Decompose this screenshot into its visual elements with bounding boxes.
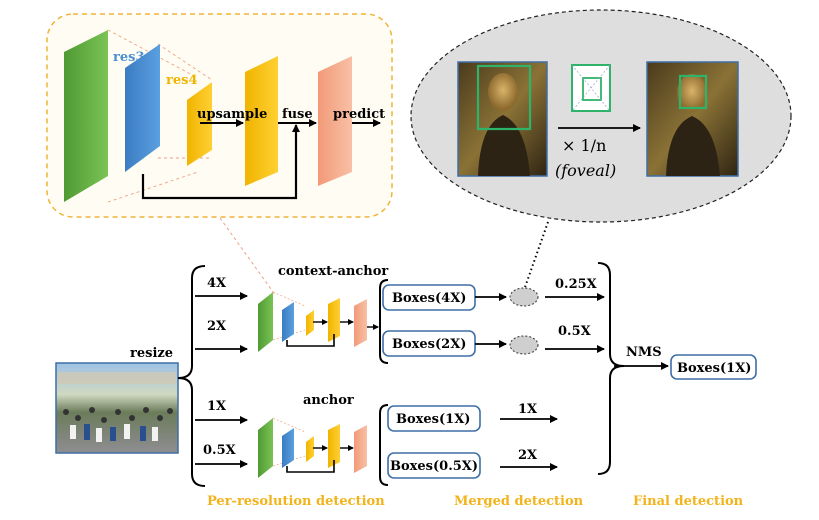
skip-connection-arrow — [141, 124, 300, 200]
scale-2x-label: 2X — [207, 319, 227, 334]
upsample-label: upsample — [197, 107, 267, 122]
scale-1x-label: 1X — [207, 399, 227, 414]
nms-label: NMS — [626, 345, 662, 360]
merge-factor-arrows — [500, 293, 605, 471]
boxes-0-5x-box — [387, 452, 481, 479]
scale-label: × 1/n — [562, 136, 606, 155]
boxes-4x-label: Boxes(4X) — [392, 291, 466, 306]
mona-lisa-full-image — [457, 61, 548, 177]
resize-label: resize — [130, 346, 173, 361]
crowd-input-image — [55, 362, 179, 454]
boxes-1x-label: Boxes(1X) — [396, 412, 470, 427]
per-resolution-caption: Per-resolution detection — [207, 494, 385, 509]
predict-label: predict — [333, 107, 385, 122]
zoom-connector-line — [219, 217, 277, 297]
merged-caption: Merged detection — [454, 494, 584, 509]
merge-brace — [597, 262, 625, 475]
anchor-network — [258, 417, 367, 478]
boxes-2x-label: Boxes(2X) — [392, 337, 466, 352]
boxes-1x-box — [387, 405, 481, 432]
factor-0-25x-label: 0.25X — [555, 277, 598, 292]
context-anchor-label: context-anchor — [278, 264, 388, 279]
fuse-label: fuse — [282, 107, 313, 122]
foveal-label: (foveal) — [555, 161, 616, 180]
yellow-layer-large — [245, 56, 278, 186]
res3-label: res3 — [113, 50, 144, 65]
scale-4x-label: 4X — [207, 276, 227, 291]
res4-label: res4 — [166, 73, 197, 88]
final-caption: Final detection — [633, 494, 744, 509]
context-output-brace — [379, 279, 389, 364]
merge-node-4x — [509, 287, 539, 307]
foveal-panel: × 1/n (foveal) — [410, 9, 792, 223]
scale-arrows — [195, 292, 248, 468]
anchor-label: anchor — [303, 393, 354, 408]
scale-0-5x-label: 0.5X — [203, 443, 237, 458]
foveal-connector-line — [523, 221, 549, 291]
mona-lisa-detected-image — [646, 61, 739, 177]
final-boxes-label: Boxes(1X) — [677, 361, 751, 376]
foveal-crop-icon — [571, 64, 611, 112]
factor-1x-label: 1X — [518, 402, 538, 417]
zoom-panel: res3 res4 upsample fuse predict — [46, 13, 393, 218]
salmon-layer — [318, 56, 352, 186]
factor-0-5x-label: 0.5X — [558, 324, 592, 339]
boxes-0-5x-label: Boxes(0.5X) — [390, 459, 478, 474]
yellow-layer-small — [187, 82, 212, 166]
blue-layer — [125, 44, 160, 172]
input-brace — [177, 265, 206, 487]
factor-2x-label: 2X — [518, 448, 538, 463]
merge-node-2x — [509, 335, 539, 355]
context-anchor-network — [258, 291, 379, 352]
green-layer — [64, 30, 108, 202]
final-boxes-box — [670, 354, 757, 380]
anchor-output-brace — [379, 404, 389, 486]
